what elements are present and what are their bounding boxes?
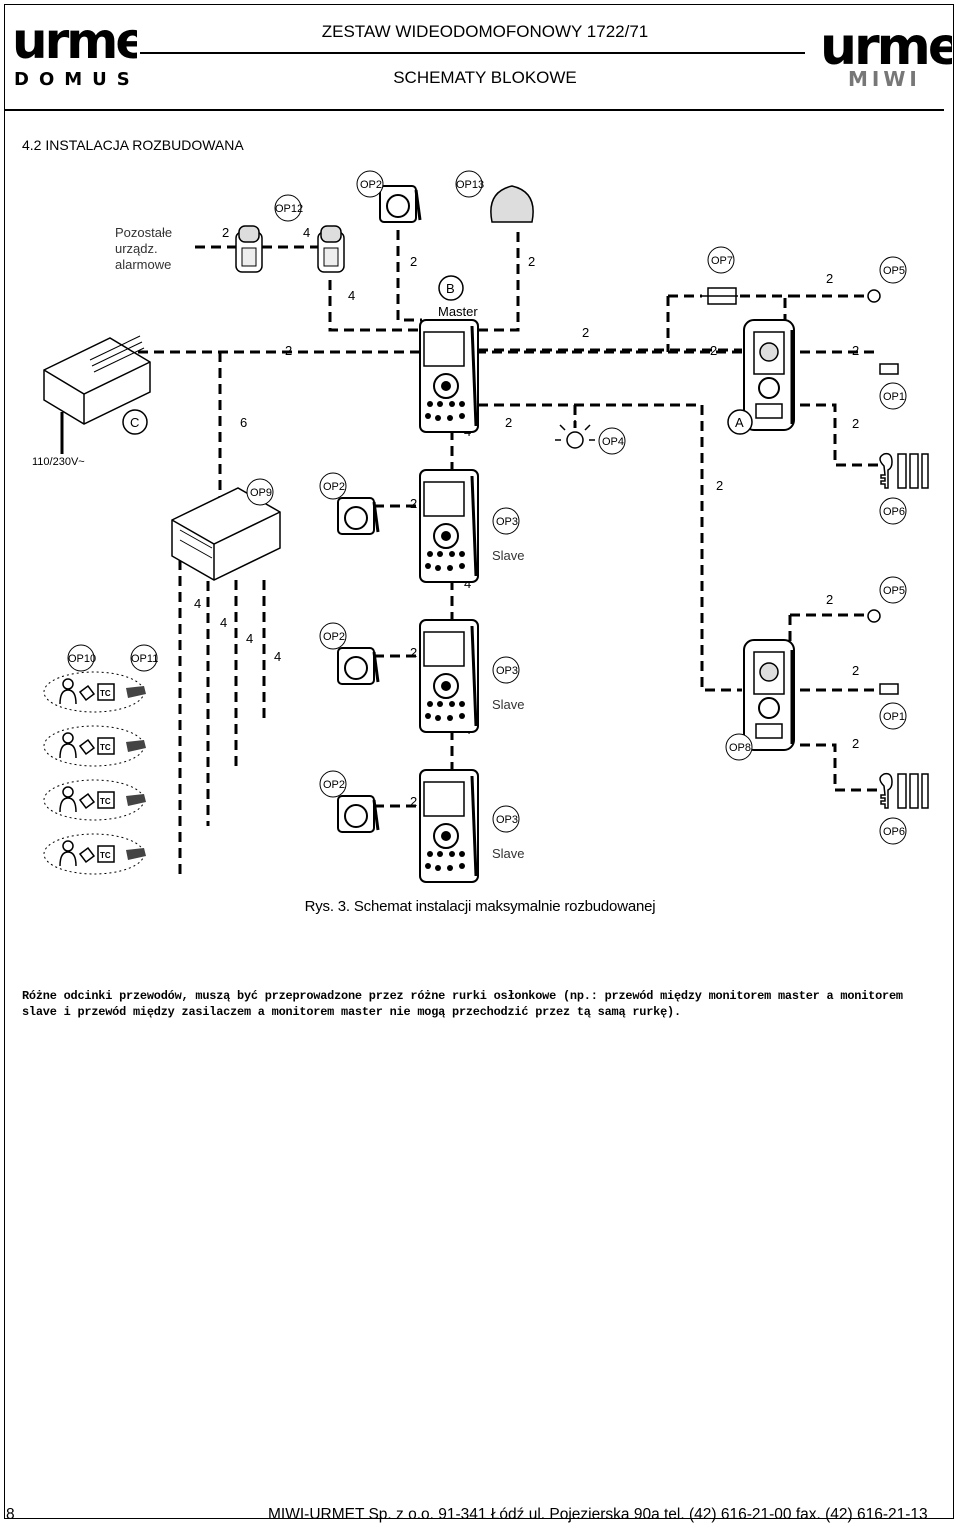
svg-text:2: 2	[826, 271, 833, 286]
svg-text:Pozostałe: Pozostałe	[115, 225, 172, 240]
svg-text:Master: Master	[438, 304, 478, 319]
svg-text:Slave: Slave	[492, 697, 525, 712]
svg-text:OP12: OP12	[275, 203, 303, 215]
page-number: 8	[6, 1506, 15, 1523]
svg-text:alarmowe: alarmowe	[115, 257, 171, 272]
svg-text:2: 2	[285, 343, 292, 358]
svg-text:OP2: OP2	[323, 779, 345, 791]
svg-text:OP13: OP13	[456, 179, 484, 191]
svg-text:OP6: OP6	[883, 826, 905, 838]
svg-text:OP5: OP5	[883, 585, 905, 597]
document-title: ZESTAW WIDEODOMOFONOWY 1722/71	[321, 22, 649, 41]
page-frame	[4, 4, 954, 1519]
svg-text:OP9: OP9	[250, 487, 272, 499]
svg-text:2: 2	[852, 736, 859, 751]
installation-diagram: TC 24 4	[32, 170, 929, 884]
header-rule-bottom	[4, 109, 944, 111]
svg-text:2: 2	[710, 343, 717, 358]
svg-text:2: 2	[410, 794, 417, 809]
svg-text:OP4: OP4	[602, 436, 624, 448]
svg-text:4: 4	[246, 631, 253, 646]
svg-text:OP2: OP2	[360, 179, 382, 191]
svg-text:2: 2	[222, 225, 229, 240]
svg-text:4: 4	[348, 288, 355, 303]
svg-text:OP7: OP7	[711, 255, 733, 267]
section-heading: 4.2 INSTALACJA ROZBUDOWANA	[22, 137, 244, 153]
svg-text:C: C	[130, 415, 139, 430]
svg-text:4: 4	[464, 576, 471, 591]
svg-text:OP3: OP3	[496, 814, 518, 826]
svg-text:urządz.: urządz.	[115, 241, 158, 256]
svg-text:OP8: OP8	[729, 742, 751, 754]
svg-text:Slave: Slave	[492, 846, 525, 861]
figure-caption: Rys. 3. Schemat instalacji maksymalnie r…	[304, 898, 656, 915]
svg-text:2: 2	[582, 325, 589, 340]
svg-text:OP1: OP1	[883, 391, 905, 403]
svg-text:2: 2	[852, 663, 859, 678]
svg-text:MIWI: MIWI	[848, 67, 921, 90]
svg-text:2: 2	[852, 343, 859, 358]
svg-text:2: 2	[505, 415, 512, 430]
svg-text:OP3: OP3	[496, 665, 518, 677]
svg-text:110/230V~: 110/230V~	[32, 456, 85, 468]
company-footer: MIWI-URMET Sp. z o.o. 91-341 Łódź ul. Po…	[268, 1506, 928, 1523]
svg-text:2: 2	[410, 645, 417, 660]
svg-text:urmet: urmet	[12, 12, 137, 70]
header-rule-top	[140, 52, 805, 54]
svg-text:B: B	[446, 281, 455, 296]
svg-text:4: 4	[194, 596, 201, 611]
svg-text:4: 4	[274, 649, 281, 664]
svg-text:2: 2	[528, 254, 535, 269]
svg-text:OP2: OP2	[323, 631, 345, 643]
svg-text:2: 2	[410, 254, 417, 269]
svg-text:OP2: OP2	[323, 481, 345, 493]
svg-text:OP6: OP6	[883, 506, 905, 518]
urmet-domus-logo: urmet DOMUS	[12, 12, 137, 88]
svg-text:2: 2	[826, 592, 833, 607]
svg-text:OP3: OP3	[496, 516, 518, 528]
svg-text:2: 2	[852, 416, 859, 431]
svg-text:A: A	[735, 415, 744, 430]
svg-text:2: 2	[410, 496, 417, 511]
svg-text:4: 4	[303, 225, 310, 240]
svg-text:Slave: Slave	[492, 548, 525, 563]
svg-text:OP11: OP11	[131, 653, 158, 665]
svg-text:urmet: urmet	[820, 17, 952, 77]
svg-text:DOMUS: DOMUS	[14, 69, 137, 88]
svg-text:OP5: OP5	[883, 265, 905, 277]
svg-text:4: 4	[220, 615, 227, 630]
svg-text:2: 2	[716, 478, 723, 493]
installation-note: Różne odcinki przewodów, muszą być przep…	[22, 989, 903, 1019]
svg-text:OP1: OP1	[883, 711, 905, 723]
document-subtitle: SCHEMATY BLOKOWE	[393, 68, 577, 87]
urmet-miwi-logo: urmet MIWI	[820, 17, 952, 90]
svg-text:6: 6	[240, 415, 247, 430]
svg-text:OP10: OP10	[68, 653, 96, 665]
